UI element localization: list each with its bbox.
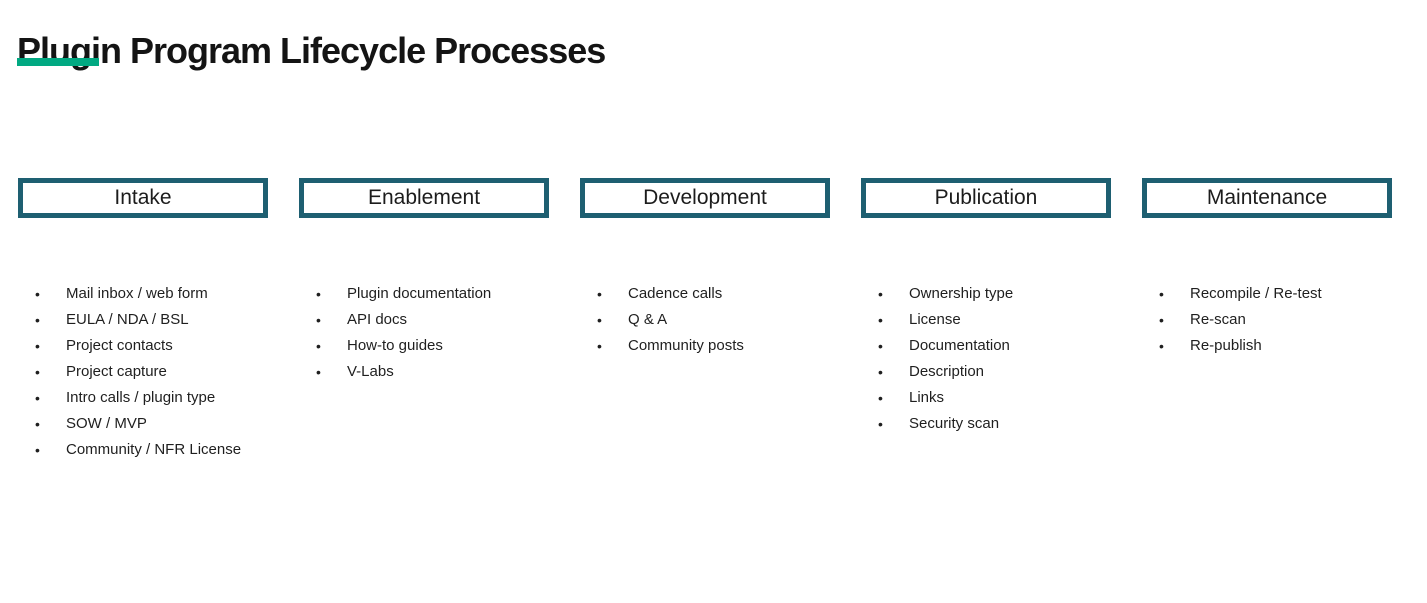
bullet-icon: • [597,338,602,354]
list-item: • API docs [299,307,549,333]
stage-item-list: • Mail inbox / web form • EULA / NDA / BSL… [18,281,268,463]
bullet-icon: • [1159,338,1164,354]
bullet-icon: • [316,312,321,328]
list-item: • Q & A [580,307,830,333]
bullet-icon: • [597,286,602,302]
stage-column-maintenance: Maintenance • Recompile / Re-test • Re-sca… [1142,178,1392,463]
list-item-label: Cadence calls [628,285,723,302]
list-item-label: Re-publish [1190,337,1262,354]
stage-header-box-enablement: Enablement [299,178,549,218]
stage-item-list: • Cadence calls • Q & A • Community posts [580,281,830,359]
stage-header-box-maintenance: Maintenance [1142,178,1392,218]
stage-item-list: • Plugin documentation • API docs • How-to … [299,281,549,385]
list-item-label: Documentation [909,337,1010,354]
list-item-label: Mail inbox / web form [66,285,208,302]
list-item: • Documentation [861,333,1111,359]
bullet-icon: • [878,364,883,380]
list-item-label: License [909,311,961,328]
bullet-icon: • [35,364,40,380]
bullet-icon: • [35,416,40,432]
list-item-label: Intro calls / plugin type [66,389,216,406]
stage-header-label: Development [643,186,767,209]
list-item-label: SOW / MVP [66,415,147,432]
bullet-icon: • [878,312,883,328]
list-item: • V-Labs [299,359,549,385]
bullet-icon: • [878,416,883,432]
page-title: Plugin Program Lifecycle Processes [17,30,606,72]
list-item: • SOW / MVP [18,411,268,437]
stage-header-label: Enablement [367,186,481,209]
list-item-label: API docs [347,311,408,328]
bullet-icon: • [1159,286,1164,302]
list-item-label: How-to guides [347,337,443,354]
stage-column-publication: Publication • Ownership type • License • Do… [861,178,1111,463]
list-item: • EULA / NDA / BSL [18,307,268,333]
list-item: • Ownership type [861,281,1111,307]
list-item: • Community / NFR License [18,437,268,463]
bullet-icon: • [316,286,321,302]
list-item-label: Links [909,389,945,406]
list-item: • Project contacts [18,333,268,359]
list-item: • Cadence calls [580,281,830,307]
bullet-icon: • [35,286,40,302]
bullet-icon: • [878,338,883,354]
list-item: • Community posts [580,333,830,359]
list-item-label: Ownership type [909,285,1014,302]
bullet-icon: • [316,364,321,380]
list-item-label: Project capture [66,363,167,380]
lifecycle-stages: Intake • Mail inbox / web form • EULA / ND… [18,178,1392,463]
title-underline-accent [17,58,99,66]
stage-column-intake: Intake • Mail inbox / web form • EULA / ND… [18,178,268,463]
stage-header-box-intake: Intake [18,178,268,218]
stage-column-enablement: Enablement • Plugin documentation • API do… [299,178,549,463]
stage-item-list: • Recompile / Re-test • Re-scan • Re-publis… [1142,281,1392,359]
list-item-label: Security scan [909,415,1000,432]
list-item-label: Community posts [628,337,744,354]
bullet-icon: • [1159,312,1164,328]
list-item: • Re-scan [1142,307,1392,333]
list-item: • How-to guides [299,333,549,359]
list-item-label: Plugin documentation [347,285,492,302]
list-item: • Project capture [18,359,268,385]
list-item-label: Re-scan [1190,311,1246,328]
list-item: • Re-publish [1142,333,1392,359]
list-item-label: Project contacts [66,337,173,354]
list-item: • Security scan [861,411,1111,437]
list-item: • Mail inbox / web form [18,281,268,307]
list-item-label: Description [909,363,985,380]
list-item-label: Recompile / Re-test [1190,285,1322,302]
bullet-icon: • [35,312,40,328]
list-item-label: EULA / NDA / BSL [66,311,189,328]
bullet-icon: • [35,338,40,354]
stage-header-label: Publication [934,186,1038,209]
stage-header-label: Maintenance [1206,186,1328,209]
bullet-icon: • [35,390,40,406]
list-item: • License [861,307,1111,333]
list-item-label: Q & A [628,311,668,328]
list-item: • Recompile / Re-test [1142,281,1392,307]
bullet-icon: • [35,442,40,458]
bullet-icon: • [878,286,883,302]
list-item: • Description [861,359,1111,385]
list-item: • Plugin documentation [299,281,549,307]
stage-header-box-development: Development [580,178,830,218]
bullet-icon: • [316,338,321,354]
bullet-icon: • [878,390,883,406]
stage-column-development: Development • Cadence calls • Q & A • Commu… [580,178,830,463]
bullet-icon: • [597,312,602,328]
list-item-label: Community / NFR License [66,441,242,458]
list-item-label: V-Labs [347,363,394,380]
stage-item-list: •Ownership type •License •Documentation … [861,281,1111,437]
stage-header-label: Intake [114,186,172,209]
list-item: • Intro calls / plugin type [18,385,268,411]
list-item: • Links [861,385,1111,411]
stage-header-box-publication: Publication [861,178,1111,218]
